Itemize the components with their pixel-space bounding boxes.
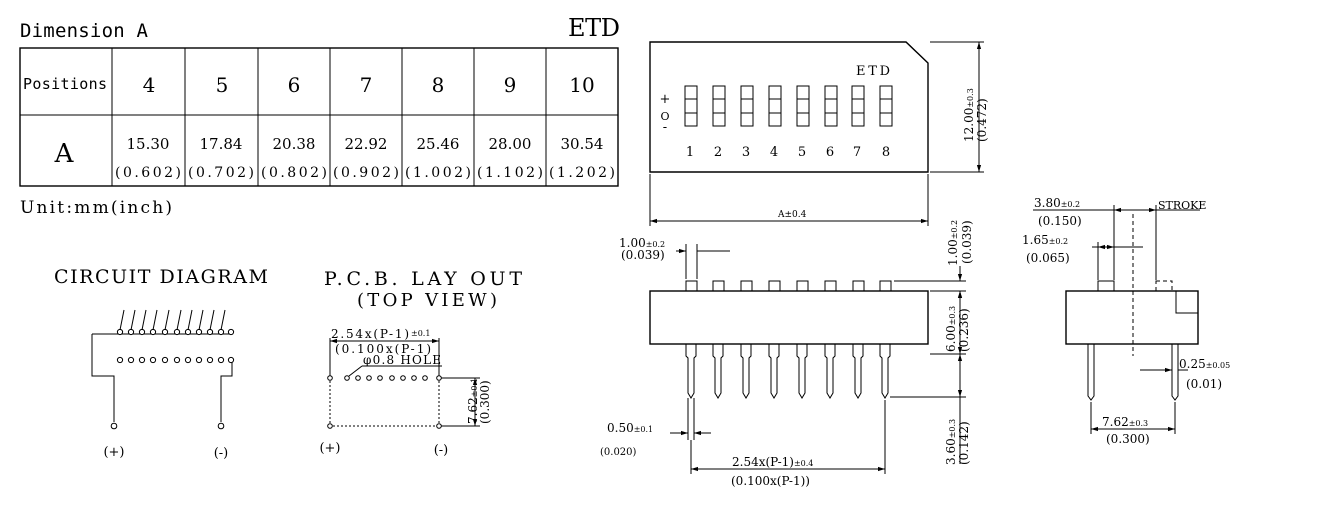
- top-height-dim: 12.00±0.3: [962, 88, 976, 142]
- table-inch-cell: (0.602): [115, 165, 181, 181]
- table-inch-cell: (1.002): [405, 165, 471, 181]
- switch-number: 8: [882, 145, 890, 160]
- table-mm-cell: 20.38: [273, 135, 316, 153]
- table-position-cell: 8: [432, 73, 445, 97]
- pin-pitch-dim: 2.54x(P-1)±0.4: [732, 455, 813, 469]
- off-minus-label: -: [663, 120, 667, 135]
- side-d2-dim: 1.65±0.2: [1022, 233, 1068, 247]
- pcb-title: P.C.B. LAY OUT: [324, 268, 522, 290]
- pin-width-inch: (0.020): [600, 447, 637, 458]
- pin-pitch-inch: (0.100x(P-1)): [731, 474, 810, 488]
- dimension-table: Positions A 4 5 6 7 8 9 10 15.30 17.84 2…: [19, 47, 619, 187]
- table-position-cell: 6: [288, 73, 301, 97]
- dimension-title: Dimension A: [20, 20, 149, 42]
- pin-width-dim: 0.50±0.1: [607, 421, 653, 435]
- top-width-dim: A±0.4: [777, 210, 807, 220]
- table-inch-cell: (0.902): [333, 165, 399, 181]
- body-height-dim: 6.00±0.3: [944, 306, 958, 352]
- on-plus-label: +: [660, 92, 671, 107]
- table-inch-cell: (0.702): [188, 165, 254, 181]
- front-view: 1.00±0.2 (0.039) 1.00±0.2 (0.039) 6.00±0…: [600, 220, 974, 488]
- side-row-dim: 7.62±0.3: [1102, 415, 1148, 429]
- table-mm-cell: 15.30: [127, 135, 170, 153]
- table-inch-cell: (0.802): [261, 165, 327, 181]
- side-row-inch: (0.300): [1106, 432, 1150, 446]
- act-width-dim: 1.00±0.2: [619, 236, 665, 250]
- pcb-row-dim: 7.62±0.1: [466, 378, 480, 424]
- circuit-diagram: CIRCUIT DIAGRAM (+) (-): [54, 266, 268, 461]
- pcb-pitch-inch: (0.100x(P-1): [335, 342, 431, 356]
- unit-label: Unit:mm(inch): [20, 198, 172, 218]
- switch-number: 6: [826, 145, 834, 160]
- side-pin-thk-dim: 0.25±0.05: [1179, 357, 1230, 371]
- a-label: A: [54, 139, 75, 169]
- switch-number: 5: [798, 145, 806, 160]
- circuit-plus-label: (+): [103, 445, 124, 460]
- table-mm-cell: 30.54: [561, 135, 604, 153]
- pcb-layout: P.C.B. LAY OUT (TOP VIEW) 2.54x(P-1) ±0.…: [319, 268, 522, 458]
- body-height-inch: (0.236): [957, 308, 971, 352]
- circuit-minus-label: (-): [214, 446, 229, 461]
- side-d2-inch: (0.065): [1026, 251, 1070, 265]
- table-mm-cell: 17.84: [200, 135, 243, 153]
- table-inch-cell: (1.202): [549, 165, 615, 181]
- side-view: 3.80±0.2 (0.150) STROKE 1.65±0.2 (0.065)…: [1022, 196, 1230, 446]
- switch-number: 3: [742, 145, 750, 160]
- table-mm-cell: 25.46: [417, 135, 460, 153]
- zero-label: O: [660, 110, 669, 123]
- top-brand-label: ETD: [856, 64, 890, 79]
- side-d1-inch: (0.150): [1038, 214, 1082, 228]
- table-mm-cell: 28.00: [489, 135, 532, 153]
- top-view: ETD + O - 1 2 3 4 5 6 7 8 12.00±0.3 (0.4…: [649, 41, 989, 226]
- table-position-cell: 10: [569, 73, 594, 97]
- circuit-title: CIRCUIT DIAGRAM: [54, 266, 268, 288]
- stroke-label: STROKE: [1158, 199, 1206, 212]
- table-position-cell: 7: [360, 73, 373, 97]
- pin-length-dim: 3.60±0.3: [944, 419, 958, 465]
- pcb-minus-label: (-): [434, 443, 449, 458]
- table-mm-cell: 22.92: [345, 135, 388, 153]
- pcb-pitch-dim: 2.54x(P-1): [331, 327, 409, 341]
- table-position-cell: 4: [143, 73, 156, 97]
- switch-number: 4: [770, 145, 778, 160]
- pcb-row-inch: (0.300): [478, 380, 492, 424]
- pcb-pitch-tol: ±0.1: [411, 329, 430, 338]
- side-d1-dim: 3.80±0.2: [1034, 196, 1080, 210]
- brand-label: ETD: [568, 14, 620, 42]
- positions-label: Positions: [23, 75, 107, 93]
- act-height-dim: 1.00±0.2: [946, 220, 960, 266]
- act-height-inch: (0.039): [960, 220, 974, 264]
- table-position-cell: 9: [504, 73, 517, 97]
- pcb-subtitle: (TOP VIEW): [357, 290, 497, 311]
- pcb-plus-label: (+): [319, 441, 340, 456]
- top-height-inch: (0.472): [975, 98, 989, 142]
- switch-number: 7: [853, 145, 861, 160]
- table-inch-cell: (1.102): [477, 165, 543, 181]
- pcb-hole-label: φ0.8 HOLE: [363, 353, 441, 367]
- pin-length-inch: (0.142): [957, 421, 971, 465]
- switch-number: 2: [714, 145, 722, 160]
- side-pin-thk-inch: (0.01): [1186, 377, 1222, 391]
- table-position-cell: 5: [216, 73, 229, 97]
- act-width-inch: (0.039): [621, 248, 665, 262]
- switch-number: 1: [686, 145, 694, 160]
- switch-actuators: [684, 85, 893, 127]
